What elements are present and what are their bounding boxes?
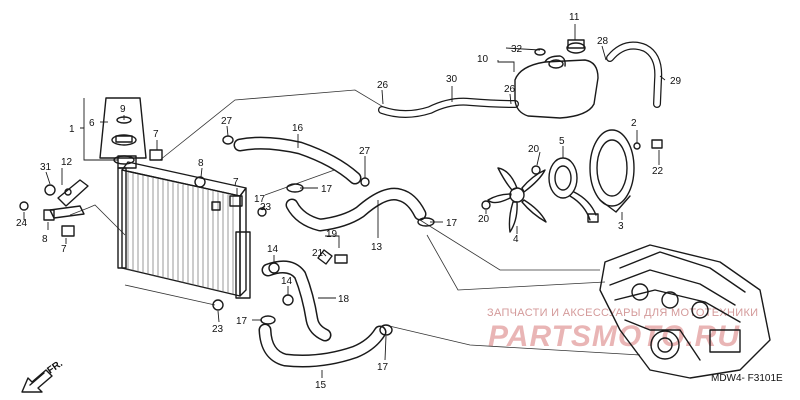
hoses <box>233 41 663 368</box>
callout-5: 5 <box>559 136 565 147</box>
callout-27-a: 27 <box>221 116 233 127</box>
watermark-line1: ЗАПЧАСТИ И АКСЕССУАРЫ ДЛЯ МОТОТЕХНИКИ <box>487 307 758 319</box>
callout-26-a: 26 <box>377 80 389 91</box>
callout-8-a: 8 <box>198 158 204 169</box>
callout-19: 19 <box>326 229 338 240</box>
callout-29: 29 <box>670 76 682 87</box>
callout-14-a: 14 <box>267 244 279 255</box>
reserve-tank <box>514 39 599 119</box>
callout-28: 28 <box>597 36 609 47</box>
callout-26-b: 26 <box>504 84 516 95</box>
callout-31: 31 <box>40 162 52 173</box>
callout-7-b: 7 <box>233 177 239 188</box>
callout-17-b: 17 <box>446 218 458 229</box>
callout-21: 21 <box>312 248 324 259</box>
callout-17-d: 17 <box>377 362 389 373</box>
callout-15: 15 <box>315 380 327 391</box>
callout-17-e: 17 <box>254 194 266 205</box>
bracket-left <box>49 179 89 219</box>
leader-lines <box>23 24 666 378</box>
fasteners <box>19 139 663 311</box>
callout-10: 10 <box>477 54 489 65</box>
engine <box>599 244 771 379</box>
callout-12: 12 <box>61 157 73 168</box>
callout-20-b: 20 <box>478 214 490 225</box>
callout-3: 3 <box>618 221 624 232</box>
callout-13: 13 <box>371 242 383 253</box>
callouts: 1 2 3 4 5 6 7 7 7 8 8 9 10 11 12 13 14 1… <box>16 12 682 391</box>
callout-23-a: 23 <box>260 202 272 213</box>
callout-2: 2 <box>631 118 637 129</box>
callout-17-a: 17 <box>321 184 333 195</box>
callout-17-c: 17 <box>236 316 248 327</box>
callout-7-a: 7 <box>153 129 159 140</box>
callout-18: 18 <box>338 294 350 305</box>
front-label: FR. <box>45 358 65 376</box>
diagram-code: MDW4- F3101E <box>711 373 783 384</box>
guide-lines <box>69 89 641 356</box>
callout-6: 6 <box>89 118 95 129</box>
callout-16: 16 <box>292 123 304 134</box>
callout-8-b: 8 <box>42 234 48 245</box>
callout-11: 11 <box>569 12 580 23</box>
callout-22: 22 <box>652 166 664 177</box>
fan-shroud <box>589 129 635 213</box>
callout-23-b: 23 <box>212 324 224 335</box>
callout-9: 9 <box>120 104 126 115</box>
callout-7-c: 7 <box>61 244 67 255</box>
callout-27-b: 27 <box>359 146 371 157</box>
callout-30: 30 <box>446 74 458 85</box>
fan-motor <box>548 157 599 223</box>
fan-blade <box>487 167 547 233</box>
callout-14-b: 14 <box>281 276 293 287</box>
callout-1: 1 <box>69 124 75 135</box>
watermark-logo: PARTSMOTO.RU <box>488 320 740 353</box>
front-direction-arrow: FR. <box>21 358 65 393</box>
callout-32: 32 <box>511 44 523 55</box>
radiator <box>117 155 251 299</box>
callout-4: 4 <box>513 234 519 245</box>
callout-20-a: 20 <box>528 144 540 155</box>
callout-24: 24 <box>16 218 28 229</box>
